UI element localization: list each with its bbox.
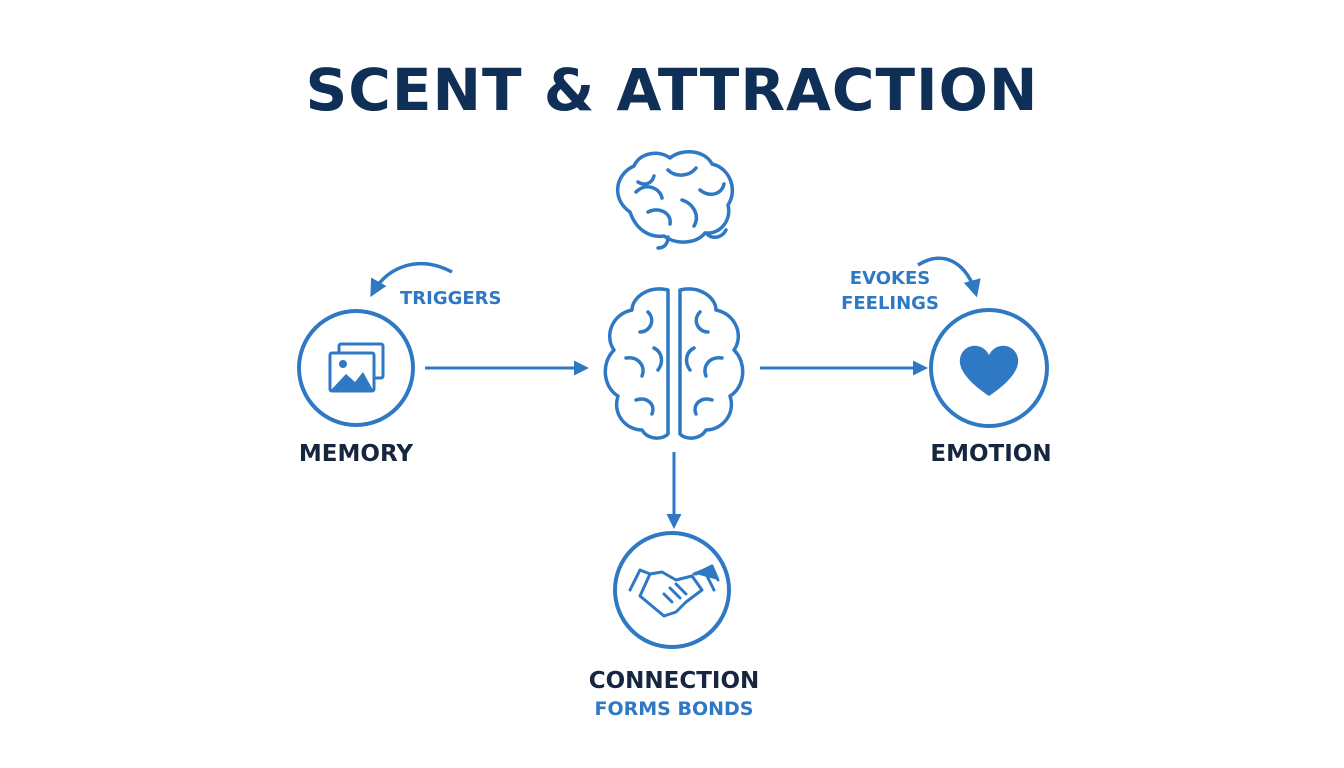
triggers-label: TRIGGERS	[400, 288, 502, 309]
connection-node	[613, 531, 731, 649]
image-gallery-icon	[328, 342, 385, 393]
triggers-curved-arrow	[370, 262, 453, 298]
emotion-node	[929, 308, 1049, 428]
handshake-icon	[628, 564, 720, 618]
heart-icon	[959, 345, 1019, 396]
evokes-label-line2: FEELINGS	[841, 293, 939, 314]
evokes-curved-arrow	[917, 256, 981, 298]
memory-label: MEMORY	[298, 441, 414, 467]
page-title: SCENT & ATTRACTION	[305, 56, 1039, 124]
connection-label: CONNECTION	[588, 668, 760, 694]
memory-node	[297, 309, 415, 427]
evokes-label-line1: EVOKES	[849, 268, 931, 289]
connection-sublabel: FORMS BONDS	[594, 698, 754, 720]
brain-side-view-icon	[615, 150, 734, 250]
emotion-label: EMOTION	[930, 441, 1052, 467]
brain-top-view-icon	[603, 287, 745, 440]
